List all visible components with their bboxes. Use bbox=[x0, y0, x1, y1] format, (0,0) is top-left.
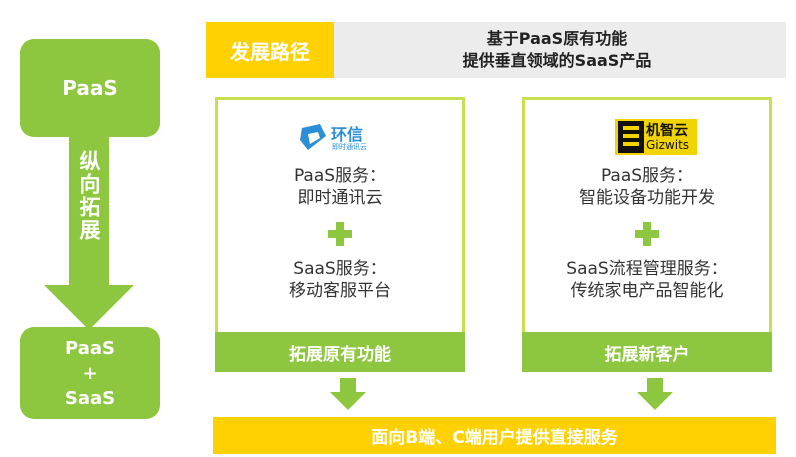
paas-saas-box: PaaS + SaaS bbox=[20, 327, 160, 419]
header-description: 基于PaaS原有功能 提供垂直领域的SaaS产品 bbox=[328, 22, 786, 78]
huanxin-logo-subtext: 即时通讯云 bbox=[332, 143, 367, 151]
huanxin-saas: SaaS服务： 移动客服平台 bbox=[218, 258, 462, 302]
gizwits-logo-subtext: Gizwits bbox=[646, 138, 690, 152]
paas-box-label: PaaS bbox=[62, 76, 118, 100]
header-description-line-2: 提供垂直领域的SaaS产品 bbox=[462, 51, 652, 70]
vertical-expansion-arrow bbox=[44, 135, 134, 330]
huanxin-logo: 环信 即时通讯云 bbox=[298, 120, 388, 154]
gizwits-footer-text: 拓展新客户 bbox=[604, 344, 690, 365]
paas-saas-line-1: PaaS bbox=[65, 337, 115, 359]
plus-icon bbox=[328, 222, 352, 246]
huanxin-footer: 拓展原有功能 bbox=[215, 332, 465, 372]
down-arrow-icon bbox=[330, 378, 366, 410]
huanxin-footer-text: 拓展原有功能 bbox=[289, 344, 391, 365]
card-huanxin: 环信 即时通讯云 PaaS服务： 即时通讯云 SaaS服务： 移动客服平台 拓展… bbox=[215, 97, 465, 372]
huanxin-paas-line-2: 即时通讯云 bbox=[297, 188, 383, 208]
gizwits-paas-line-1: PaaS服务： bbox=[600, 166, 694, 186]
gizwits-paas-line-2: 智能设备功能开发 bbox=[579, 188, 715, 208]
huanxin-saas-line-2: 移动客服平台 bbox=[289, 281, 391, 301]
header-description-line-1: 基于PaaS原有功能 bbox=[486, 29, 628, 48]
gizwits-logo-text: 机智云 bbox=[646, 123, 688, 139]
gizwits-logo: 机智云 Gizwits bbox=[615, 119, 697, 155]
gizwits-saas-line-1: SaaS流程管理服务： bbox=[566, 259, 728, 279]
bottom-service-text: 面向B端、C端用户提供直接服务 bbox=[371, 428, 618, 448]
huanxin-logo-text: 环信 bbox=[331, 125, 364, 144]
huanxin-logo-icon bbox=[300, 124, 326, 150]
paas-box: PaaS bbox=[20, 39, 160, 137]
bottom-service-bar: 面向B端、C端用户提供直接服务 bbox=[213, 417, 776, 454]
gizwits-footer: 拓展新客户 bbox=[522, 332, 772, 372]
plus-icon bbox=[635, 222, 659, 246]
down-arrow-icon bbox=[637, 378, 673, 410]
gizwits-logo-icon bbox=[618, 121, 644, 153]
paas-saas-line-2: + bbox=[82, 362, 98, 384]
huanxin-saas-line-1: SaaS服务： bbox=[293, 259, 387, 279]
paas-saas-line-3: SaaS bbox=[64, 387, 116, 409]
huanxin-paas-line-1: PaaS服务： bbox=[293, 166, 387, 186]
gizwits-saas: SaaS流程管理服务： 传统家电产品智能化 bbox=[525, 258, 769, 302]
huanxin-paas: PaaS服务： 即时通讯云 bbox=[218, 165, 462, 209]
header-label: 发展路径 bbox=[206, 22, 334, 78]
gizwits-saas-line-2: 传统家电产品智能化 bbox=[570, 281, 724, 301]
gizwits-paas: PaaS服务： 智能设备功能开发 bbox=[525, 165, 769, 209]
header-label-text: 发展路径 bbox=[230, 39, 310, 64]
card-gizwits: 机智云 Gizwits PaaS服务： 智能设备功能开发 SaaS流程管理服务：… bbox=[522, 97, 772, 372]
vertical-expansion-label: 纵向拓展 bbox=[77, 150, 101, 242]
